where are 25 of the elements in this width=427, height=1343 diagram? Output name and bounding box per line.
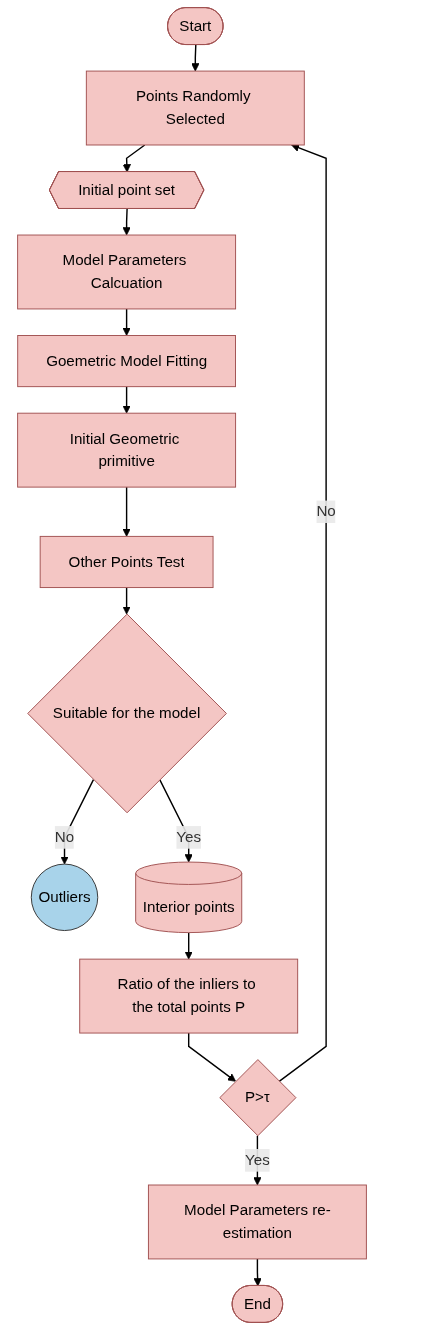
arrow [122, 144, 146, 173]
arrow [122, 208, 131, 236]
edge-label: Yes [245, 1151, 270, 1168]
node-box: Model Parameters re-estimation [147, 1184, 367, 1260]
node-box: Other Points Test [39, 535, 214, 589]
arrow [253, 1258, 262, 1287]
arrow [122, 486, 131, 537]
arrow [122, 385, 131, 414]
edge-label: No [54, 828, 75, 846]
edge-label: No [316, 503, 336, 520]
arrow [122, 586, 131, 615]
arrow [184, 931, 193, 960]
node-box: Initial Geometric primitive [17, 412, 237, 488]
node-box: Points Randomly Selected [85, 70, 305, 146]
node-circle: Outliers [30, 863, 99, 932]
edge-label: Yes [176, 828, 202, 846]
arrow [191, 44, 200, 72]
arrow [188, 1032, 236, 1082]
arrow [60, 778, 95, 865]
node-diamond: P>τ [219, 1059, 297, 1137]
node-box: Ratio of the inliers to the total points P [79, 958, 299, 1034]
arrow [122, 308, 131, 336]
node-box: Goemetric Model Fitting [17, 335, 236, 388]
node-box: Model Parameters Calcuation [17, 234, 237, 310]
node-diamond: Suitable for the model [27, 613, 227, 814]
